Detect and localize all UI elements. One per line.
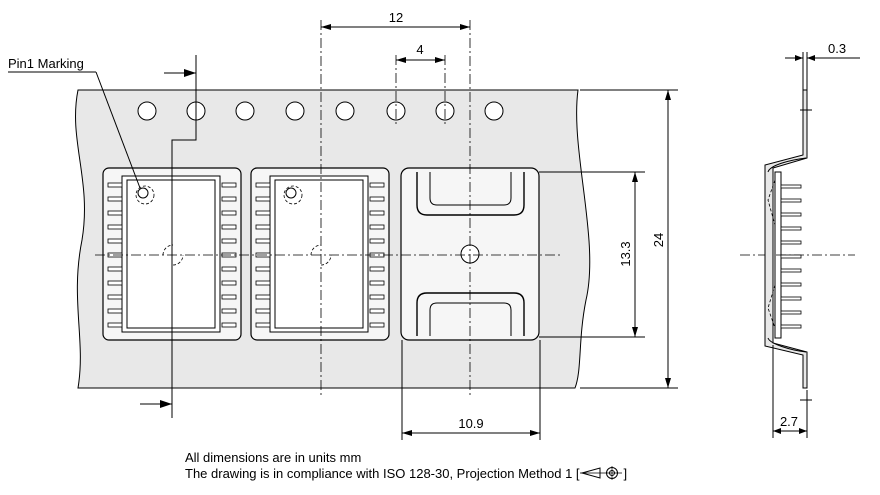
component-lead: [221, 294, 237, 300]
side-lead: [780, 240, 802, 245]
component-lead: [369, 224, 385, 230]
component-lead: [107, 308, 123, 314]
component-lead: [107, 322, 123, 328]
sprocket-hole: [137, 101, 157, 121]
dimension-12: 12: [321, 10, 470, 30]
sprocket-holes: [137, 101, 504, 121]
component-lead: [107, 294, 123, 300]
sprocket-hole: [335, 101, 355, 121]
component-lead: [255, 294, 271, 300]
side-lead: [780, 254, 802, 259]
sprocket-hole: [484, 101, 504, 121]
pocket-with-component-2: [250, 167, 390, 341]
side-lead: [780, 226, 802, 231]
component-lead: [221, 322, 237, 328]
component-lead: [221, 266, 237, 272]
dim-13-3-label: 13.3: [618, 241, 633, 266]
component-lead: [369, 238, 385, 244]
compliance-close: ]: [623, 466, 628, 481]
component-lead: [221, 210, 237, 216]
side-lead: [780, 268, 802, 273]
component-lead: [221, 224, 237, 230]
units-note: All dimensions are in units mm: [185, 450, 362, 465]
component-leads: [107, 182, 385, 328]
component-lead: [369, 322, 385, 328]
dim-10-9-label: 10.9: [458, 416, 483, 431]
component-lead: [255, 280, 271, 286]
side-lead: [780, 184, 802, 189]
component-lead: [107, 210, 123, 216]
component-lead: [369, 210, 385, 216]
component-lead: [369, 182, 385, 188]
dim-0-3-label: 0.3: [828, 41, 846, 56]
component-lead: [255, 196, 271, 202]
component-lead: [255, 238, 271, 244]
side-section-view: [764, 89, 812, 401]
side-lead: [780, 296, 802, 301]
dimension-10-9: 10.9: [401, 340, 541, 440]
dim-24-label: 24: [651, 233, 666, 247]
dim-2-7-label: 2.7: [780, 414, 798, 429]
first-angle-projection-icon: [579, 466, 624, 480]
compliance-text: The drawing is in compliance with ISO 12…: [185, 466, 580, 481]
component-lead: [369, 308, 385, 314]
dim-12-label: 12: [389, 10, 403, 25]
compliance-note: The drawing is in compliance with ISO 12…: [185, 466, 627, 481]
dim-4-label: 4: [416, 42, 423, 57]
dimension-13-3: 13.3: [539, 171, 645, 338]
dimension-4: 4: [396, 42, 445, 63]
component-lead: [369, 294, 385, 300]
sprocket-hole: [285, 101, 305, 121]
component-lead: [221, 238, 237, 244]
component-lead: [107, 280, 123, 286]
pin1-marking-label: Pin1 Marking: [8, 56, 84, 71]
section-cut-line: [140, 55, 197, 418]
side-lead: [780, 324, 802, 329]
component-lead: [221, 308, 237, 314]
side-lead: [780, 282, 802, 287]
component-lead: [369, 266, 385, 272]
side-lead: [780, 198, 802, 203]
component-lead: [221, 182, 237, 188]
component-lead: [369, 280, 385, 286]
side-lead: [780, 212, 802, 217]
component-lead: [107, 196, 123, 202]
dimension-24: 24: [580, 89, 678, 389]
dimension-2-7: 2.7: [772, 345, 808, 438]
component-lead: [107, 224, 123, 230]
component-lead: [255, 210, 271, 216]
side-lead: [780, 310, 802, 315]
component-lead: [255, 322, 271, 328]
sprocket-hole: [235, 101, 255, 121]
pin1-marking-callout: Pin1 Marking: [8, 56, 141, 189]
component-lead: [221, 280, 237, 286]
component-lead: [255, 308, 271, 314]
component-lead: [255, 182, 271, 188]
component-lead: [221, 196, 237, 202]
component-lead: [369, 196, 385, 202]
component-lead: [255, 224, 271, 230]
dimension-0-3: 0.3: [785, 41, 860, 90]
component-lead: [107, 266, 123, 272]
component-lead: [107, 182, 123, 188]
component-lead: [107, 238, 123, 244]
component-lead: [255, 266, 271, 272]
